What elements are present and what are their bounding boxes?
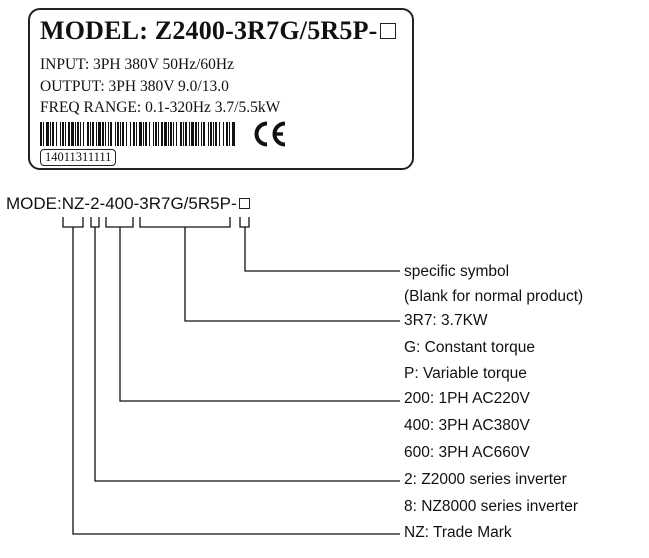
- code-segment-voltage: 400: [105, 194, 134, 213]
- model-symbol-box: [379, 23, 396, 40]
- code-separator: -: [230, 194, 237, 213]
- desc-series-8: 8: NZ8000 series inverter: [404, 498, 579, 515]
- leader-power-bracket: [139, 217, 231, 228]
- serial-number: 14011311111: [40, 149, 117, 166]
- desc-trade-mark: NZ: Trade Mark: [404, 524, 512, 541]
- leader-symbol: [244, 227, 400, 272]
- model-text: MODEL: Z2400-3R7G/5R5P-: [40, 16, 378, 45]
- desc-voltage-200: 200: 1PH AC220V: [404, 390, 530, 407]
- nameplate: MODEL: Z2400-3R7G/5R5P- INPUT: 3PH 380V …: [28, 8, 414, 170]
- nameplate-input: INPUT: 3PH 380V 50Hz/60Hz: [40, 56, 234, 73]
- nameplate-freq-range: FREQ RANGE: 0.1-320Hz 3.7/5.5kW: [40, 99, 281, 116]
- code-segment-series: 2: [90, 194, 100, 213]
- leader-brand-bracket: [62, 217, 84, 228]
- leader-brand: [72, 227, 400, 535]
- code-segment-power: 3R7G/5R5P: [139, 194, 231, 213]
- code-separator: -: [84, 194, 91, 213]
- leader-series: [94, 227, 400, 482]
- nameplate-output: OUTPUT: 3PH 380V 9.0/13.0: [40, 78, 229, 95]
- code-segment-symbol-box: [238, 198, 250, 210]
- desc-voltage-400: 400: 3PH AC380V: [404, 417, 530, 434]
- desc-specific-symbol: specific symbol: [404, 263, 510, 280]
- desc-series-2: 2: Z2000 series inverter: [404, 471, 567, 488]
- desc-variable-torque: P: Variable torque: [404, 365, 527, 382]
- code-segment-brand: NZ: [61, 194, 85, 213]
- leader-voltage: [119, 227, 400, 402]
- desc-voltage-600: 600: 3PH AC660V: [404, 444, 530, 461]
- desc-blank-note: (Blank for normal product): [404, 288, 584, 305]
- desc-constant-torque: G: Constant torque: [404, 339, 535, 356]
- code-separator: -: [99, 194, 106, 213]
- leader-power: [184, 227, 400, 322]
- leader-series-bracket: [90, 217, 100, 228]
- nameplate-model: MODEL: Z2400-3R7G/5R5P-: [40, 16, 396, 46]
- leader-voltage-bracket: [105, 217, 134, 228]
- barcode: [40, 122, 235, 146]
- desc-power-3r7: 3R7: 3.7KW: [404, 312, 488, 329]
- leader-symbol-bracket: [239, 217, 250, 228]
- code-separator: -: [133, 194, 140, 213]
- ce-mark-icon: [254, 121, 286, 147]
- model-code-row: MODE: NZ - 2 - 400 - 3R7G/5R5P -: [6, 194, 250, 214]
- model-code-prefix: MODE:: [6, 194, 62, 213]
